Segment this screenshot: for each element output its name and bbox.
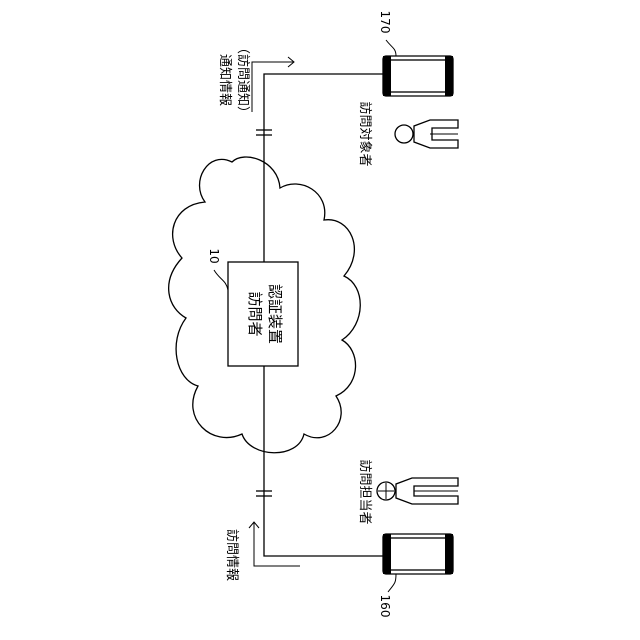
device-ref-number: 10 — [207, 248, 221, 263]
visit-target-person-icon — [395, 120, 458, 148]
notify-info-label-line1: 通知情報 — [217, 54, 233, 106]
terminal-170-ref: 170 — [378, 11, 392, 34]
visitor-in-charge-person-icon — [377, 478, 458, 504]
device-ref-leader — [214, 270, 228, 290]
terminal-160-ref: 160 — [378, 595, 392, 618]
terminal-170-ref-leader — [386, 40, 396, 56]
terminal-160 — [383, 534, 453, 574]
device-label-line1: 訪問者 — [246, 291, 264, 336]
notify-info-arrow — [252, 62, 294, 112]
visit-info-label: 訪問情報 — [224, 529, 240, 581]
visitor-in-charge-person-label: 訪問担当者 — [357, 459, 373, 524]
device-label-line2: 認証装置 — [266, 284, 284, 344]
visit-target-person-label: 訪問対象者 — [357, 101, 373, 166]
notify-info-label-line2: （訪問通知） — [235, 41, 251, 119]
terminal-160-ref-leader — [388, 574, 396, 592]
visit-info-arrow — [254, 522, 300, 566]
terminal-170 — [383, 56, 453, 96]
